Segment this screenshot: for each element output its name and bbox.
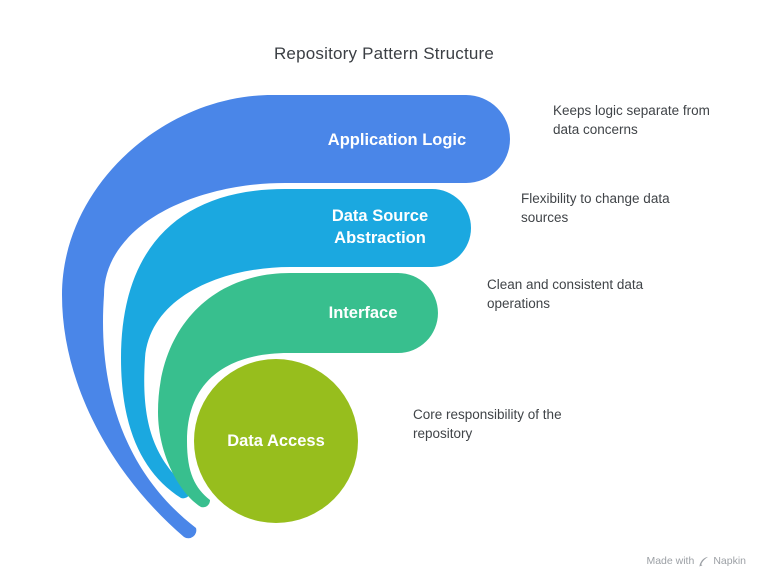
napkin-brand-text: Napkin [713,555,746,567]
layer-label-interface: Interface [328,304,398,322]
layer-shape-interface [158,273,438,508]
layer-shape-data-source-abstraction [121,189,471,499]
layer-label-application-logic: Application Logic [327,131,467,149]
layer-label-data-source-abstraction: Data Source Abstraction [331,207,429,248]
napkin-credit: Made with Napkin [646,555,746,567]
made-with-text: Made with [646,555,695,567]
annotation-data-source-abstraction: Flexibility to change data sources [521,191,670,226]
annotation-interface: Clean and consistent data operations [487,277,644,312]
page-title: Repository Pattern Structure [273,44,495,63]
layer-shape-data-access [194,359,358,523]
layer-shape-application-logic [62,95,510,539]
layer-label-data-access: Data Access [227,432,325,450]
annotation-data-access: Core responsibility of the repository [413,407,562,442]
napkin-pen-icon [698,556,709,567]
annotation-application-logic: Keeps logic separate from data concerns [553,103,710,138]
